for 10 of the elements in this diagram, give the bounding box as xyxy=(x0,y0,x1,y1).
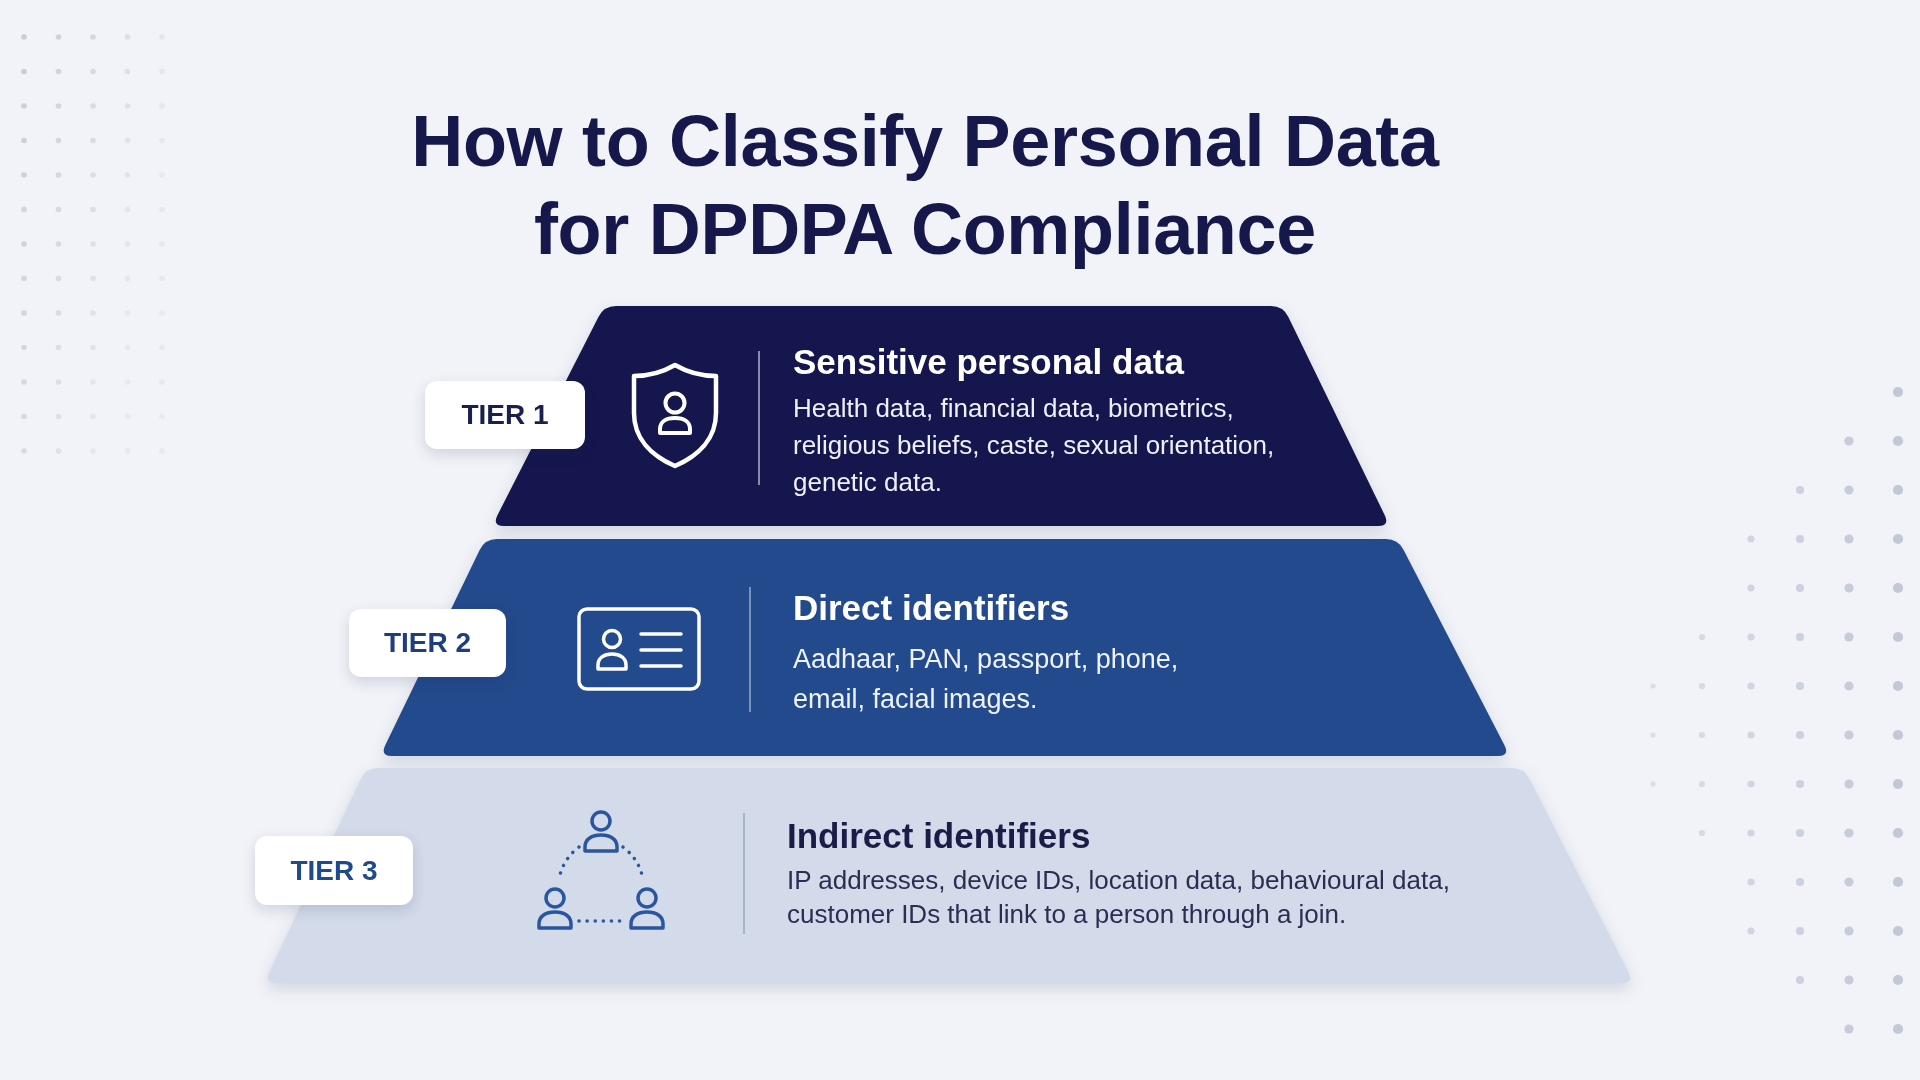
title: How to Classify Personal Data for DPDPA Compliance xyxy=(410,100,1441,271)
tier-tag: TIER 2 xyxy=(349,609,506,677)
tier-heading: Direct identifiers xyxy=(793,587,1070,629)
tier-tag: TIER 1 xyxy=(425,381,585,449)
tier-description: Health data, financial data, biometrics, religious beliefs, caste, sexual orientation, genetic data. xyxy=(793,392,1276,499)
tier-heading: Indirect identifiers xyxy=(787,815,1091,857)
tier-description: IP addresses, device IDs, location data, behavioural data, customer IDs that link to a person through a join. xyxy=(787,864,1451,931)
tier-heading: Sensitive personal data xyxy=(793,341,1184,383)
tier-tag: TIER 3 xyxy=(255,836,413,905)
tier-description: Aadhaar, PAN, passport, phone, email, facial images. xyxy=(793,643,1180,716)
